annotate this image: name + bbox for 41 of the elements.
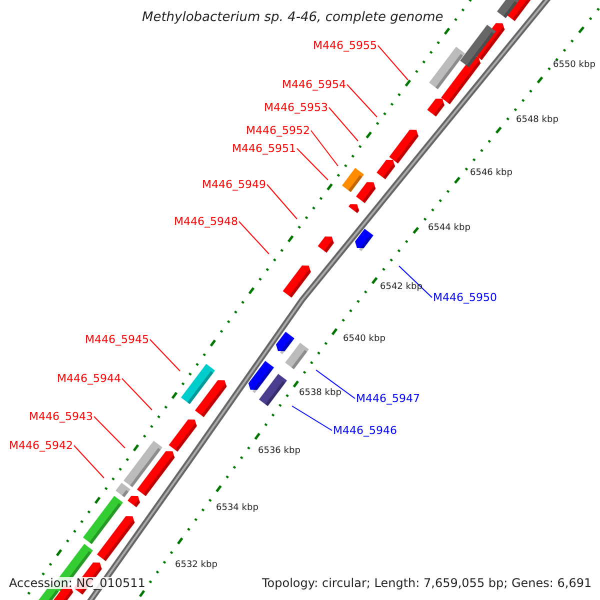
leader-line [398, 266, 432, 298]
leader-line [93, 416, 126, 448]
scale-label: 6546 kbp [470, 169, 512, 178]
scale-label: 6542 kbp [380, 283, 422, 292]
leader-line [346, 84, 378, 118]
leader-line [292, 406, 332, 431]
scale-label: 6534 kbp [216, 504, 258, 513]
gene-label: M446_5948 [174, 216, 238, 227]
scale-label: 6532 kbp [175, 561, 218, 570]
gene-label: M446_5944 [57, 373, 121, 384]
leader-line [296, 148, 328, 180]
leader-line [73, 445, 104, 478]
gene-label: M446_5952 [246, 125, 310, 136]
leader-line [121, 378, 152, 410]
gene-label: M446_5951 [232, 143, 296, 154]
gene-label: M446_5953 [264, 102, 328, 113]
leader-line [149, 339, 180, 372]
gene-label: M446_5943 [29, 411, 93, 422]
title: Methylobacterium sp. 4-46, complete genome [142, 11, 444, 24]
gene-label: M446_5942 [9, 440, 73, 451]
scale-label: 6548 kbp [516, 116, 558, 125]
gene-label: M446_5945 [85, 334, 149, 345]
leader-line [316, 370, 356, 399]
gene-label: M446_5947 [356, 393, 420, 404]
accession-text: Accession: NC_010511 [9, 577, 146, 589]
leader-line [310, 130, 338, 166]
leader-line [328, 107, 358, 142]
gene-label: M446_5946 [333, 425, 397, 436]
gene-label: M446_5950 [433, 292, 497, 303]
gene-label: M446_5955 [313, 40, 377, 51]
scale-label: 6540 kbp [343, 335, 386, 344]
leader-line [377, 45, 408, 80]
gene-label: M446_5954 [282, 79, 346, 90]
gene-label: M446_5949 [202, 179, 266, 190]
scale-label: 6544 kbp [428, 224, 470, 233]
leader-line [266, 184, 298, 220]
scale-label: 6538 kbp [299, 389, 342, 398]
scale-label: 6550 kbp [553, 61, 596, 70]
leader-line [238, 221, 270, 254]
genome-info-text: Topology: circular; Length: 7,659,055 bp; Genes: 6,691 [262, 577, 592, 589]
scale-label: 6536 kbp [258, 447, 300, 456]
